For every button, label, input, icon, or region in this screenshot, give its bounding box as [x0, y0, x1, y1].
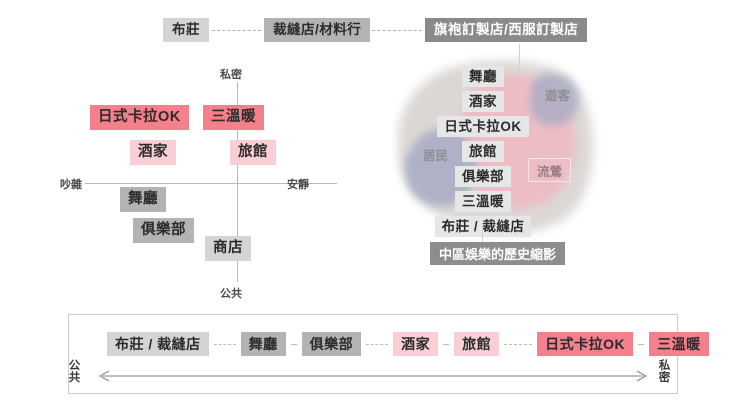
spectrum-connector-2 [290, 343, 297, 345]
blob-label-residents: 居民 [423, 149, 449, 163]
blob-item-hotel[interactable]: 旅館 [462, 141, 504, 162]
axis-label-noisy: 吵雜 [60, 179, 82, 191]
spectrum-item-club[interactable]: 俱樂部 [301, 332, 362, 356]
quadrant-horizontal-axis [85, 183, 337, 184]
spectrum-end-label-private: 私密 [658, 360, 671, 384]
blob-item-restaurant[interactable]: 酒家 [462, 91, 504, 112]
spectrum-connector-4 [443, 343, 450, 345]
quadrant-item-restaurant[interactable]: 酒家 [130, 140, 176, 165]
blob-item-ballroom[interactable]: 舞廳 [462, 66, 504, 87]
blob-item-list: 舞廳 酒家 日式卡拉OK 旅館 俱樂部 三溫暖 布莊 / 裁縫店 [392, 66, 574, 237]
spectrum-item-restaurant[interactable]: 酒家 [393, 332, 439, 356]
quadrant-item-karaoke[interactable]: 日式卡拉OK [90, 105, 189, 130]
blob-item-sauna[interactable]: 三溫暖 [455, 191, 511, 212]
quadrant-item-store[interactable]: 商店 [205, 236, 251, 261]
axis-label-private: 私密 [220, 69, 242, 81]
blob-venn-diagram: 居民 遊客 舞廳 酒家 日式卡拉OK 旅館 俱樂部 三溫暖 布莊 / 裁縫店 流… [392, 52, 607, 282]
blob-caption-connector [482, 224, 483, 242]
chain-node-cloth-shop[interactable]: 布莊 [163, 18, 209, 42]
spectrum-panel: 布莊 / 裁縫店 舞廳 俱樂部 酒家 旅館 日式卡拉OK 三溫暖 [68, 314, 709, 394]
spectrum-item-karaoke[interactable]: 日式卡拉OK [537, 332, 634, 356]
blob-tourists-region [529, 73, 579, 126]
blob-item-club[interactable]: 俱樂部 [455, 166, 511, 187]
quadrant-item-club[interactable]: 俱樂部 [133, 218, 194, 243]
top-chain-diagram: 布莊 裁縫店/材料行 旗袍訂製店/西服訂製店 [0, 14, 740, 84]
spectrum-item-ballroom[interactable]: 舞廳 [240, 332, 286, 356]
quadrant-vertical-axis [237, 82, 238, 282]
spectrum-item-hotel[interactable]: 旅館 [454, 332, 500, 356]
axis-label-public: 公共 [220, 288, 242, 300]
quadrant-chart: 私密 公共 吵雜 安靜 日式卡拉OK 三溫暖 酒家 旅館 舞廳 俱樂部 商店 [60, 66, 360, 300]
blob-item-karaoke[interactable]: 日式卡拉OK [437, 116, 529, 137]
quadrant-item-hotel[interactable]: 旅館 [230, 140, 276, 165]
spectrum-end-label-public: 公共 [68, 360, 81, 384]
chain-connector-1 [212, 30, 261, 31]
spectrum-item-tailor[interactable]: 布莊 / 裁縫店 [107, 332, 209, 356]
spectrum-axis-arrow [95, 369, 651, 382]
spectrum-connector-6 [638, 343, 645, 345]
chain-node-custom-tailor[interactable]: 旗袍訂製店/西服訂製店 [425, 18, 588, 42]
spectrum-connector-5 [504, 343, 533, 345]
spectrum-connector-1 [213, 343, 236, 345]
quadrant-item-ballroom[interactable]: 舞廳 [120, 187, 166, 212]
quadrant-item-sauna[interactable]: 三溫暖 [203, 105, 264, 130]
blob-label-tourists: 遊客 [545, 89, 571, 103]
spectrum-item-sauna[interactable]: 三溫暖 [649, 332, 709, 356]
axis-label-quiet: 安靜 [287, 179, 309, 191]
chain-node-tailor-shop[interactable]: 裁縫店/材料行 [264, 18, 371, 42]
spectrum-connector-3 [366, 343, 389, 345]
blob-caption: 中區娛樂的歷史縮影 [430, 242, 566, 265]
chain-connector-2 [372, 30, 422, 31]
blob-label-streetwalker: 流鶯 [528, 158, 572, 182]
spectrum-item-row: 布莊 / 裁縫店 舞廳 俱樂部 酒家 旅館 日式卡拉OK 三溫暖 [107, 331, 709, 357]
